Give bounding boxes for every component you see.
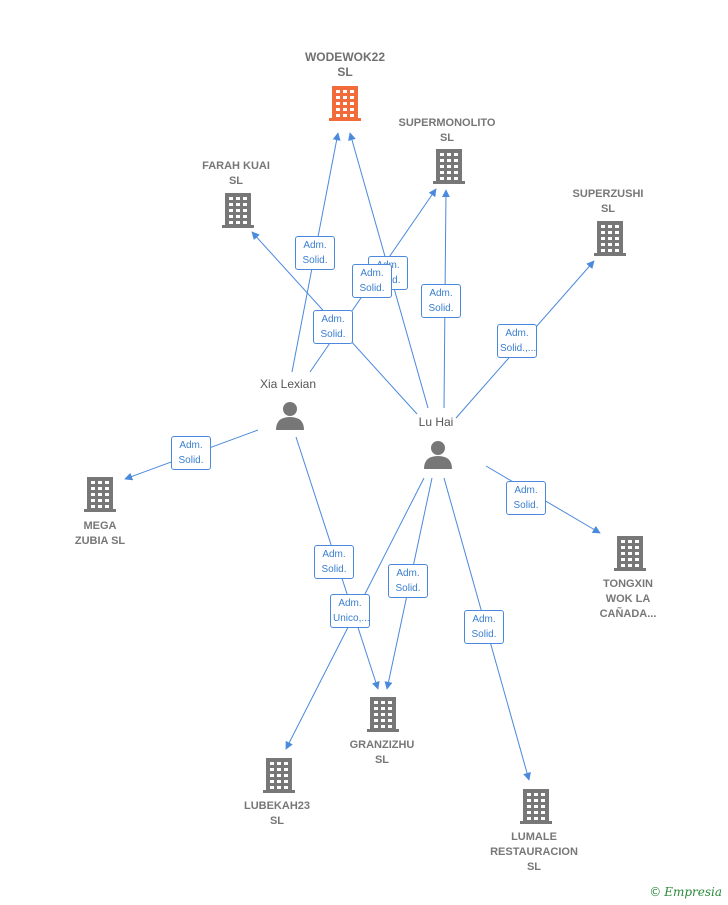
edge-label[interactable]: Adm. Unico,... <box>330 594 370 628</box>
person-icon[interactable] <box>276 402 304 430</box>
edge-label[interactable]: Adm. Solid. <box>171 436 211 470</box>
company-label-tongxin[interactable]: TONGXIN WOK LA CAÑADA... <box>599 578 657 620</box>
company-label-mega[interactable]: MEGA ZUBIA SL <box>74 520 126 547</box>
building-icon[interactable] <box>329 86 361 121</box>
brand-name: Empresia <box>664 885 722 899</box>
building-icon[interactable] <box>614 536 646 571</box>
edge-label[interactable]: Adm. Solid. <box>313 310 353 344</box>
edge-label[interactable]: Adm. Solid. <box>421 284 461 318</box>
company-label-supermonolito[interactable]: SUPERMONOLITO SL <box>398 117 496 144</box>
company-label-wodewok22[interactable]: WODEWOK22 SL <box>304 50 385 79</box>
person-label-xia[interactable]: Xia Lexian <box>259 377 317 391</box>
edge-label[interactable]: Adm. Solid. <box>464 610 504 644</box>
building-icon[interactable] <box>263 758 295 793</box>
edge-label[interactable]: Adm. Solid. <box>506 481 546 515</box>
person-label-luhai[interactable]: Lu Hai <box>418 415 454 429</box>
company-label-superzushi[interactable]: SUPERZUSHI SL <box>572 188 644 215</box>
building-icon[interactable] <box>367 697 399 732</box>
building-icon[interactable] <box>84 477 116 512</box>
copyright-symbol: © <box>649 885 662 899</box>
building-icon[interactable] <box>594 221 626 256</box>
company-label-farah[interactable]: FARAH KUAI SL <box>202 160 270 187</box>
company-label-lubekah[interactable]: LUBEKAH23 SL <box>243 800 310 827</box>
empresia-logo[interactable]: ©Empresia <box>649 885 722 899</box>
person-icon[interactable] <box>424 441 452 469</box>
edge-label[interactable]: Adm. Solid.,... <box>497 324 537 358</box>
company-label-lumale[interactable]: LUMALE RESTAURACION SL <box>490 831 578 873</box>
company-label-granzizhu[interactable]: GRANZIZHU SL <box>349 739 415 766</box>
edge-label[interactable]: Adm. Solid. <box>388 564 428 598</box>
edge-label[interactable]: Adm. Solid. <box>295 236 335 270</box>
building-icon[interactable] <box>433 149 465 184</box>
edge-label[interactable]: Adm. Solid. <box>352 264 392 298</box>
building-icon[interactable] <box>222 193 254 228</box>
edge-label[interactable]: Adm. Solid. <box>314 545 354 579</box>
building-icon[interactable] <box>520 789 552 824</box>
